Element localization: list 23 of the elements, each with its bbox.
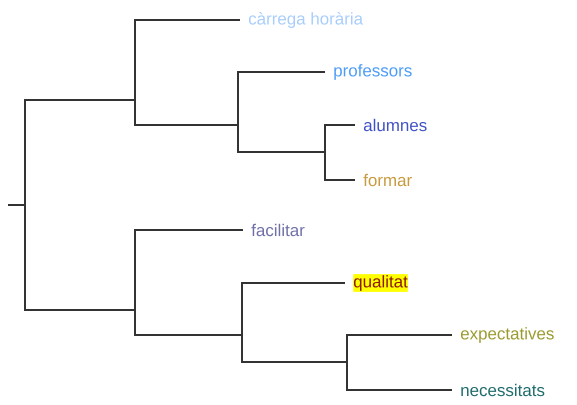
tree-branch: [242, 282, 345, 284]
leaf-label: alumnes: [364, 118, 427, 132]
tree-branch: [347, 389, 452, 391]
tree-branch: [25, 99, 135, 101]
leaf-label: professors: [334, 64, 412, 80]
tree-branch: [347, 334, 452, 336]
tree-branch: [8, 204, 25, 206]
tree-branch: [238, 71, 325, 73]
tree-branch: [135, 19, 240, 21]
tree-branch: [242, 361, 347, 363]
leaf-label: expectatives: [460, 327, 554, 343]
leaf-label: càrrega horària: [248, 12, 364, 28]
tree-branch: [325, 124, 355, 126]
tree-branch: [325, 179, 355, 181]
tree-branch: [238, 151, 325, 153]
tree-branch: [25, 309, 135, 311]
tree-branch: [135, 124, 238, 126]
tree-branch: [135, 229, 243, 231]
tree-branch: [135, 334, 242, 336]
leaf-label: necessitats: [461, 384, 544, 396]
leaf-label: qualitat: [353, 274, 408, 292]
leaf-label: facilitar: [251, 224, 305, 236]
leaf-label: formar: [363, 174, 412, 186]
